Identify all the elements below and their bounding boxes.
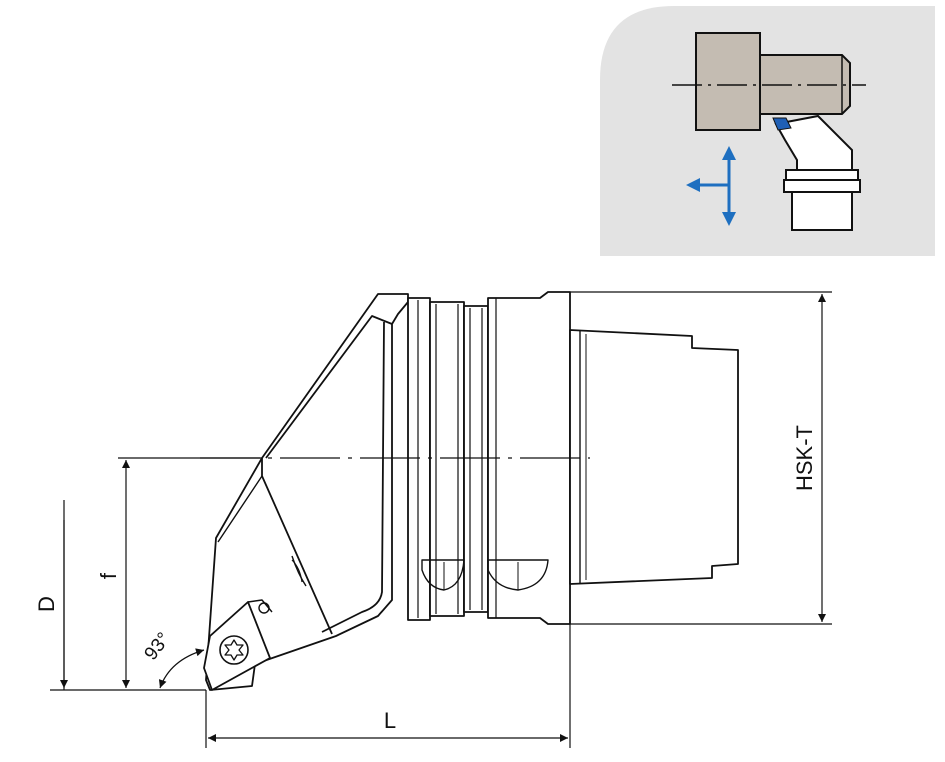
angle-arc xyxy=(158,648,205,689)
inset-panel xyxy=(600,6,935,256)
application-inset xyxy=(600,6,935,256)
label-hsk: HSK-T xyxy=(792,425,817,491)
tool-head-outline xyxy=(205,293,409,691)
hsk-shank xyxy=(569,329,739,585)
inset-tool xyxy=(772,114,861,231)
dimensions xyxy=(50,291,832,748)
label-D: D xyxy=(34,596,59,612)
label-f: f xyxy=(96,572,121,579)
torx-screw-icon xyxy=(219,635,249,665)
label-angle: 93° xyxy=(141,629,175,665)
workpiece-chuck xyxy=(695,32,761,131)
tool-holder-drawing xyxy=(203,291,739,691)
feed-direction-arrows-icon xyxy=(686,146,736,226)
label-L: L xyxy=(384,708,396,733)
cutting-insert xyxy=(203,599,273,691)
